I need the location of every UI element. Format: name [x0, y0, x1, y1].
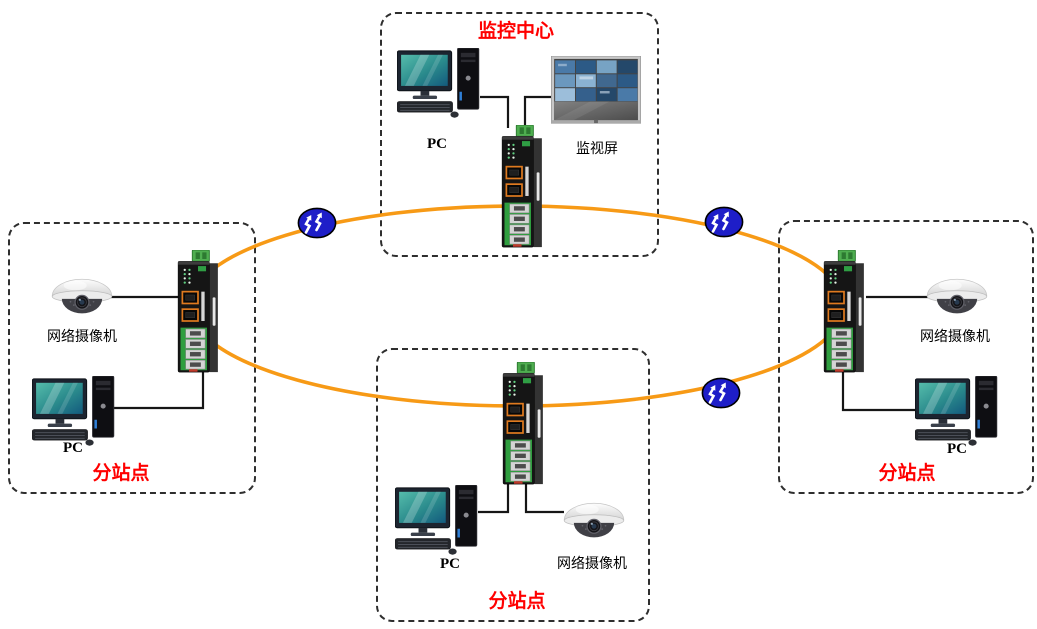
label-camera-bottom: 网络摄像机 [557, 557, 627, 572]
wire-left-pc-switch [113, 372, 205, 410]
label-video-wall: 监视屏 [576, 142, 618, 157]
dome-camera-right [926, 278, 988, 314]
industrial-switch-center [501, 125, 543, 248]
label-pc-center: PC [427, 136, 447, 152]
label-camera-right: 网络摄像机 [920, 330, 990, 345]
title-bottom-substation: 分站点 [488, 591, 546, 612]
industrial-switch-bottom [502, 362, 544, 485]
title-right-substation: 分站点 [878, 463, 936, 484]
desktop-pc-bottom [395, 485, 478, 555]
wire-center-wall-switch [523, 95, 553, 128]
wire-bottom-switch-pc [478, 484, 510, 514]
dome-camera-bottom [563, 502, 625, 538]
station-box-bottom-substation [376, 348, 650, 622]
wire-right-switch-pc [841, 372, 917, 412]
wire-bottom-switch-camera [524, 484, 564, 514]
fiber-link-icon [297, 207, 337, 239]
desktop-pc-right [915, 376, 998, 446]
dome-camera-left [51, 278, 113, 314]
industrial-switch-right [823, 250, 865, 373]
industrial-switch-left [177, 250, 219, 373]
label-pc-bottom: PC [440, 556, 460, 572]
desktop-pc-left [32, 376, 115, 446]
fiber-link-icon [704, 206, 744, 238]
station-box-right-substation [778, 220, 1034, 494]
label-camera-left: 网络摄像机 [47, 330, 117, 345]
video-wall-icon [551, 56, 641, 124]
fiber-link-icon [701, 377, 741, 409]
ethernet-wires [106, 95, 928, 514]
wire-center-pc-switch [480, 95, 510, 128]
station-box-left-substation [8, 222, 256, 494]
title-monitor-center: 监控中心 [477, 21, 555, 42]
label-pc-right: PC [947, 441, 967, 457]
station-box-monitor-center [380, 12, 659, 257]
label-pc-left: PC [63, 440, 83, 456]
title-left-substation: 分站点 [92, 463, 150, 484]
desktop-pc-center [397, 48, 480, 118]
